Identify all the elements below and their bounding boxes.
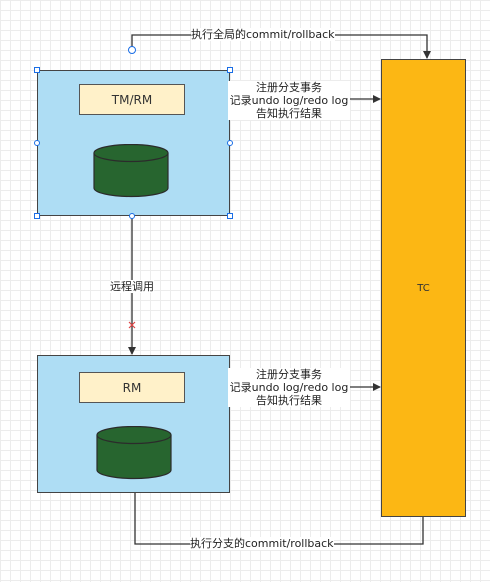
rm-label-box[interactable]: RM: [79, 372, 185, 403]
register-top-line-3: 告知执行结果: [256, 107, 322, 120]
rm-label: RM: [122, 380, 142, 395]
register-top-label: 注册分支事务 记录undo log/redo log 告知执行结果: [228, 81, 350, 120]
connection-handle[interactable]: [128, 46, 136, 54]
edge-waypoint-mark: [128, 321, 136, 329]
selection-handle[interactable]: [34, 213, 40, 219]
register-top-line-2: 记录undo log/redo log: [229, 94, 349, 107]
selection-handle[interactable]: [227, 140, 233, 146]
selection-handle[interactable]: [227, 67, 233, 73]
register-top-line-1: 注册分支事务: [256, 81, 322, 94]
tc-box[interactable]: TC: [381, 59, 466, 517]
register-bottom-line-3: 告知执行结果: [256, 394, 322, 407]
tm-rm-database[interactable]: [93, 144, 169, 198]
global-commit-label: 执行全局的commit/rollback: [191, 28, 335, 41]
selection-handle[interactable]: [34, 140, 40, 146]
rm-database[interactable]: [96, 426, 172, 480]
tc-label: TC: [417, 282, 430, 294]
register-bottom-label: 注册分支事务 记录undo log/redo log 告知执行结果: [228, 368, 350, 407]
selection-handle[interactable]: [227, 213, 233, 219]
selection-handle[interactable]: [129, 213, 135, 219]
register-bottom-line-1: 注册分支事务: [256, 368, 322, 381]
register-bottom-line-2: 记录undo log/redo log: [229, 381, 349, 394]
tm-rm-label: TM/RM: [111, 92, 153, 107]
selection-handle[interactable]: [34, 67, 40, 73]
branch-commit-label: 执行分支的commit/rollback: [190, 537, 334, 550]
remote-call-label: 远程调用: [110, 280, 154, 293]
tm-rm-label-box[interactable]: TM/RM: [79, 84, 185, 115]
